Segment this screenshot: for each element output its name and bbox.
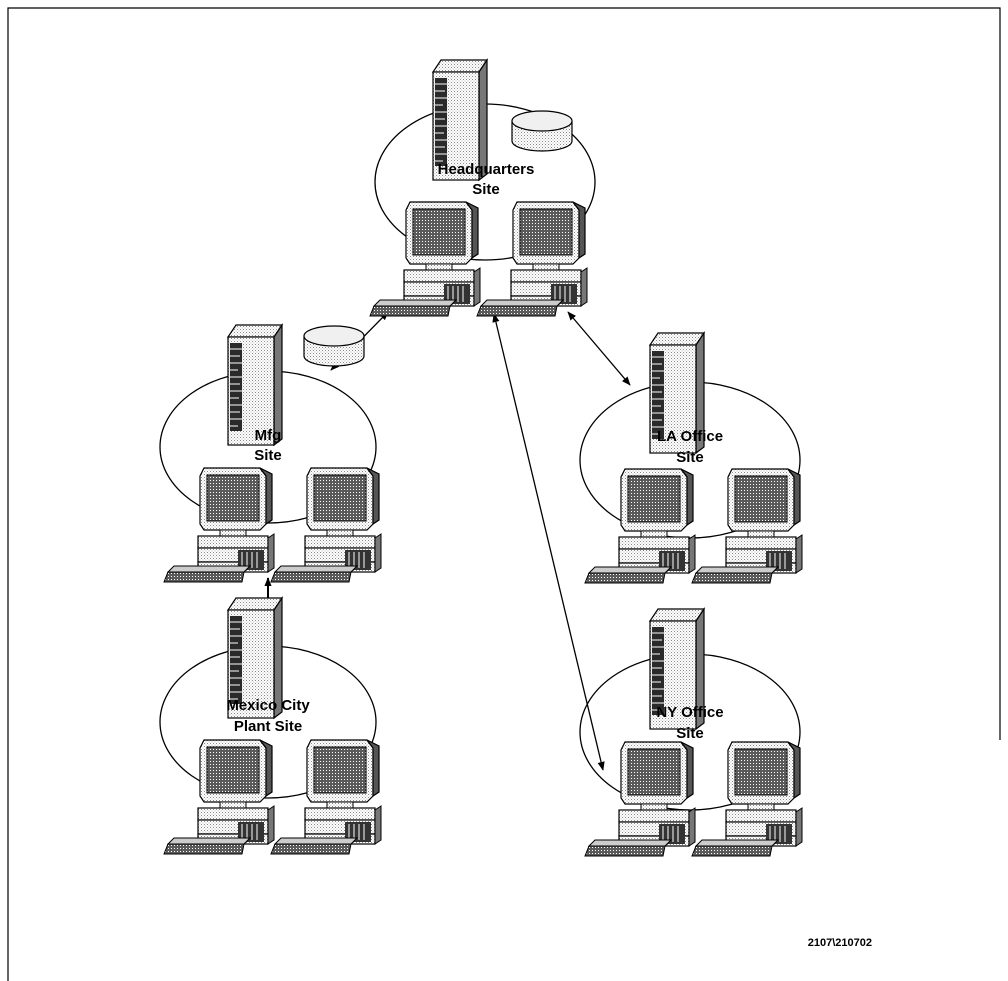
workstation-icon xyxy=(691,741,803,857)
workstation-icon xyxy=(163,467,275,583)
site-hq-label-line2: Site xyxy=(472,181,500,198)
link-hq-la xyxy=(567,311,631,386)
site-la-label-line2: Site xyxy=(676,449,704,466)
site-mfg-label-line2: Site xyxy=(254,447,282,464)
page-border xyxy=(7,7,1001,981)
site-hq-label-line1: Headquarters xyxy=(438,161,535,178)
site-mfg: Mfg Site xyxy=(159,324,382,583)
workstation-icon xyxy=(476,201,588,317)
figure-id: 2107\210702 xyxy=(808,937,872,949)
disk-storage-icon xyxy=(303,325,365,367)
workstation-icon xyxy=(691,468,803,584)
site-ny-label-line2: Site xyxy=(676,725,704,742)
site-ny: NY Office Site xyxy=(579,608,803,857)
site-la: LA Office Site xyxy=(579,332,803,584)
site-mexico-city-label-line2: Plant Site xyxy=(234,718,302,735)
site-mexico-city: Mexico City Plant Site xyxy=(159,597,382,855)
site-mexico-city-label-line1: Mexico City xyxy=(226,697,310,714)
workstation-icon xyxy=(584,468,696,584)
workstation-icon xyxy=(270,467,382,583)
site-ny-label-line1: NY Office xyxy=(656,704,723,721)
workstation-icon xyxy=(369,201,481,317)
workstation-icon xyxy=(163,739,275,855)
site-la-label-line1: LA Office xyxy=(657,428,723,445)
workstation-icon xyxy=(584,741,696,857)
link-hq-ny xyxy=(492,313,605,771)
disk-storage-icon xyxy=(511,110,573,152)
site-hq: Headquarters Site xyxy=(369,59,596,317)
site-mfg-label-line1: Mfg xyxy=(255,427,282,444)
